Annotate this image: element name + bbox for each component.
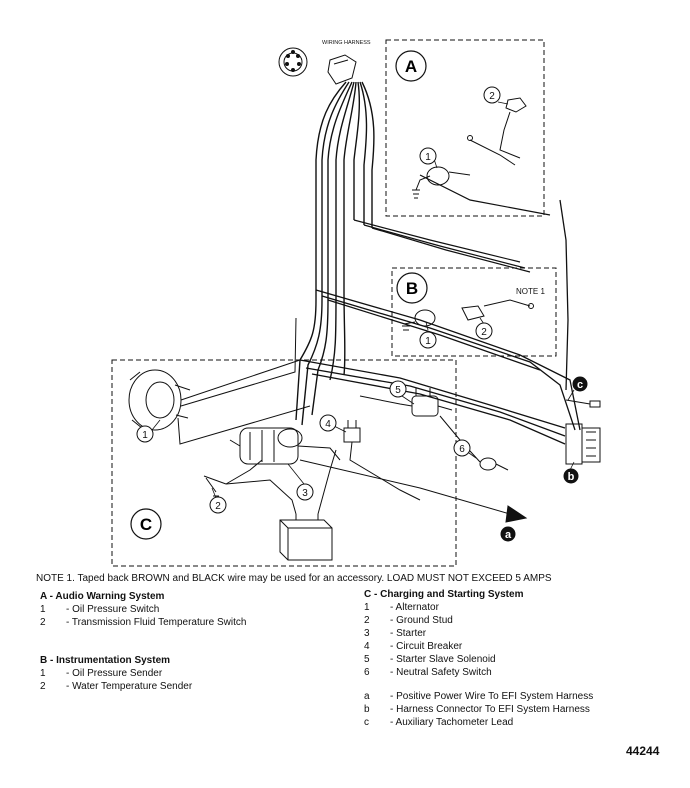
legend-item: 6- Neutral Safety Switch (364, 667, 492, 678)
ground-stud (203, 459, 263, 501)
callout-c6: 6 (453, 439, 471, 457)
harness-plug (278, 47, 357, 85)
callout-b1: 1 (419, 331, 437, 349)
neutral-safety-switch (439, 415, 509, 471)
svg-text:2: 2 (215, 501, 221, 512)
legend-item: 2- Transmission Fluid Temperature Switch (40, 617, 247, 628)
callout-a1: 1 (419, 147, 437, 165)
harness-to-a (353, 174, 551, 273)
section-a-box (385, 39, 545, 217)
section-label-a: A (395, 50, 427, 82)
ref-c: c (572, 376, 588, 392)
legend-ref-item: b- Harness Connector To EFI System Harne… (364, 704, 590, 715)
callout-c2: 2 (209, 496, 227, 514)
legend-a: A - Audio Warning System 1- Oil Pressure… (40, 590, 250, 629)
svg-text:c: c (577, 379, 583, 391)
battery (225, 449, 337, 561)
legend-item: 5- Starter Slave Solenoid (364, 654, 496, 665)
svg-text:1: 1 (425, 336, 431, 347)
callout-c4: 4 (319, 414, 337, 432)
legend-item: 1- Oil Pressure Switch (40, 604, 160, 615)
svg-text:2: 2 (481, 327, 487, 338)
svg-text:3: 3 (302, 488, 308, 499)
section-label-b: B (396, 272, 428, 304)
svg-text:B: B (406, 279, 418, 298)
legend-item: 4- Circuit Breaker (364, 641, 463, 652)
legend-c-heading: C - Charging and Starting System (364, 589, 524, 600)
svg-text:C: C (140, 515, 152, 534)
tach-lead (565, 399, 601, 408)
svg-text:4: 4 (325, 419, 331, 430)
legend-a-heading: A - Audio Warning System (40, 591, 165, 602)
svg-text:2: 2 (489, 91, 495, 102)
harness-to-connector (299, 199, 581, 445)
alternator (128, 317, 311, 445)
legend-item: 3- Starter (364, 628, 427, 639)
section-label-c: C (130, 508, 162, 540)
legend-ref-item: a- Positive Power Wire To EFI System Har… (364, 691, 594, 702)
legend-item: 2- Water Temperature Sender (40, 681, 193, 692)
svg-text:1: 1 (425, 152, 431, 163)
oil-pressure-sender-b (402, 309, 436, 331)
power-wire-to-efi (299, 459, 528, 523)
svg-text:6: 6 (459, 444, 465, 455)
note-tag: NOTE 1 (516, 287, 545, 296)
callout-b2: 2 (475, 322, 493, 340)
callout-a2: 2 (483, 86, 501, 104)
callout-c1: 1 (136, 425, 154, 443)
svg-text:a: a (505, 529, 512, 541)
trans-temp-switch-a (467, 97, 527, 166)
note-text: NOTE 1. Taped back BROWN and BLACK wire … (36, 573, 552, 584)
svg-text:1: 1 (142, 430, 148, 441)
legend-item: 1- Alternator (364, 602, 439, 613)
wiring-diagram: A B C 1 2 1 2 1 2 3 4 (111, 39, 601, 567)
starter (229, 427, 341, 465)
legend-b: B - Instrumentation System 1- Oil Pressu… (40, 654, 192, 693)
slave-solenoid (359, 388, 453, 417)
ref-b: b (563, 468, 579, 484)
svg-text:b: b (568, 471, 575, 483)
water-temp-sender-b (461, 299, 534, 321)
legend-item: 1- Oil Pressure Sender (40, 668, 163, 679)
legend-ref-item: c- Auxiliary Tachometer Lead (364, 717, 514, 728)
circuit-breaker (343, 420, 421, 501)
callout-c5: 5 (389, 380, 407, 398)
legend-c: C - Charging and Starting System 1- Alte… (364, 588, 523, 679)
legend-refs: a- Positive Power Wire To EFI System Har… (364, 690, 593, 729)
figure-number: 44244 (626, 744, 660, 758)
harness-connector (565, 423, 601, 465)
callout-c3: 3 (296, 483, 314, 501)
oil-pressure-switch-a (412, 166, 471, 199)
section-c-box (111, 359, 457, 567)
main-harness-bundle (295, 81, 375, 426)
legend-b-heading: B - Instrumentation System (40, 655, 171, 666)
legend-item: 2- Ground Stud (364, 615, 453, 626)
svg-text:5: 5 (395, 385, 401, 396)
harness-label: WIRING HARNESS (322, 40, 371, 46)
svg-text:A: A (405, 57, 417, 76)
ref-a: a (500, 526, 516, 542)
